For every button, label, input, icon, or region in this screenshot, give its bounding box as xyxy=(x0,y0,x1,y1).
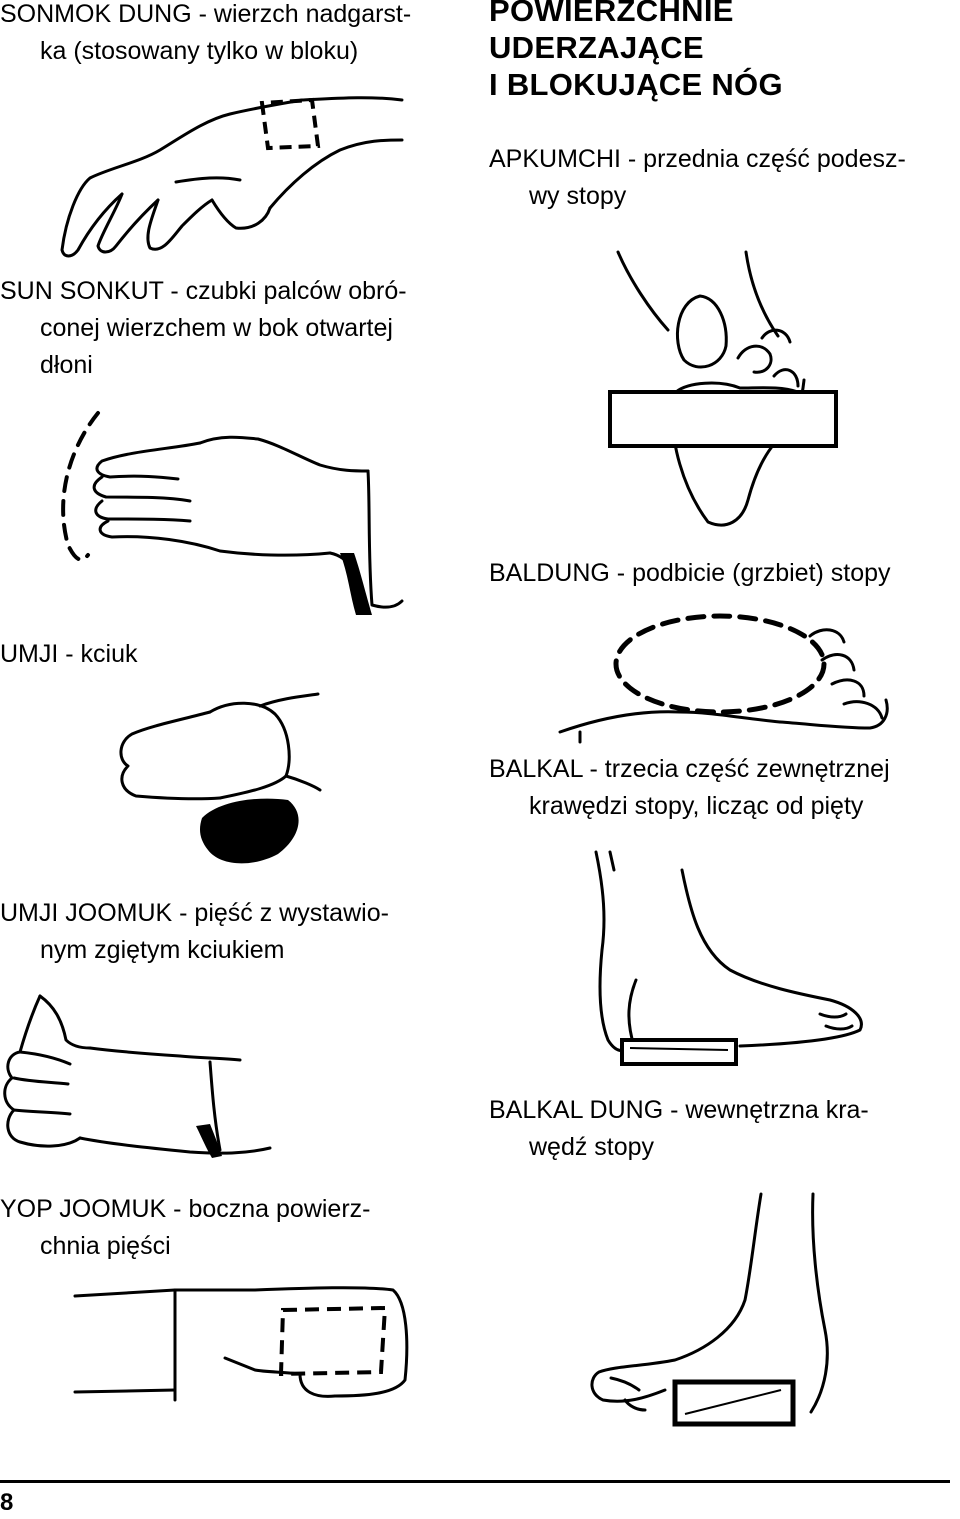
illustration-fingertips-open-hand xyxy=(50,405,410,615)
caption-apkumchi: APKUMCHI - przednia część podesz- wy sto… xyxy=(489,141,906,215)
caption-yop-joomuk: YOP JOOMUK - boczna powierz- chnia pięśc… xyxy=(0,1191,370,1265)
caption-line: UMJI JOOMUK - pięść z wystawio- xyxy=(0,899,389,927)
illustration-fist-thumb xyxy=(0,988,290,1158)
caption-baldung: BALDUNG - podbicie (grzbiet) stopy xyxy=(489,555,891,592)
caption-line: SONMOK DUNG - wierzch nadgarst- xyxy=(0,0,412,28)
illustration-thumb xyxy=(110,690,330,864)
illustration-foot-instep xyxy=(560,600,900,750)
caption-line: conej wierzchem w bok otwartej xyxy=(40,314,393,342)
footer-rule xyxy=(0,1480,950,1483)
caption-line: nym zgiętym kciukiem xyxy=(40,936,285,964)
caption-line: dłoni xyxy=(40,351,93,379)
caption-line: SUN SONKUT - czubki palców obró- xyxy=(0,277,407,305)
illustration-fist-side xyxy=(75,1282,415,1412)
heading-line-3: I BLOKUJĄCE NÓG xyxy=(489,67,783,102)
illustration-foot-ball-board xyxy=(600,250,850,535)
caption-line: chnia pięści xyxy=(40,1232,171,1260)
caption-line: wy stopy xyxy=(529,182,627,210)
heading-line-1: POWIERZCHNIE xyxy=(489,0,734,28)
caption-balkal-dung: BALKAL DUNG - wewnętrzna kra- wędź stopy xyxy=(489,1092,869,1166)
caption-balkal: BALKAL - trzecia część zewnętrznej krawę… xyxy=(489,751,890,825)
caption-line: BALKAL - trzecia część zewnętrznej xyxy=(489,755,890,783)
caption-line: YOP JOOMUK - boczna powierz- xyxy=(0,1195,371,1223)
page-number: 8 xyxy=(0,1489,14,1516)
heading-line-2: UDERZAJĄCE xyxy=(489,30,704,65)
caption-line: BALDUNG - podbicie (grzbiet) stopy xyxy=(489,559,891,587)
section-heading: POWIERZCHNIE UDERZAJĄCE I BLOKUJĄCE NÓG xyxy=(489,0,783,103)
caption-line: APKUMCHI - przednia część podesz- xyxy=(489,145,906,173)
caption-line: UMJI - kciuk xyxy=(0,640,138,668)
illustration-foot-outer-edge xyxy=(590,850,880,1075)
caption-line: krawędzi stopy, licząc od pięty xyxy=(529,792,864,820)
caption-line: BALKAL DUNG - wewnętrzna kra- xyxy=(489,1096,869,1124)
caption-line: wędź stopy xyxy=(529,1133,655,1161)
illustration-foot-inner-edge xyxy=(585,1190,855,1440)
caption-umji: UMJI - kciuk xyxy=(0,636,138,673)
caption-line: ka (stosowany tylko w bloku) xyxy=(40,37,359,65)
caption-sonmok-dung: SONMOK DUNG - wierzch nadgarst- ka (stos… xyxy=(0,0,411,70)
caption-sun-sonkut: SUN SONKUT - czubki palców obró- conej w… xyxy=(0,273,407,384)
caption-umji-joomuk: UMJI JOOMUK - pięść z wystawio- nym zgię… xyxy=(0,895,389,969)
illustration-hand-wrist-back xyxy=(40,88,410,268)
